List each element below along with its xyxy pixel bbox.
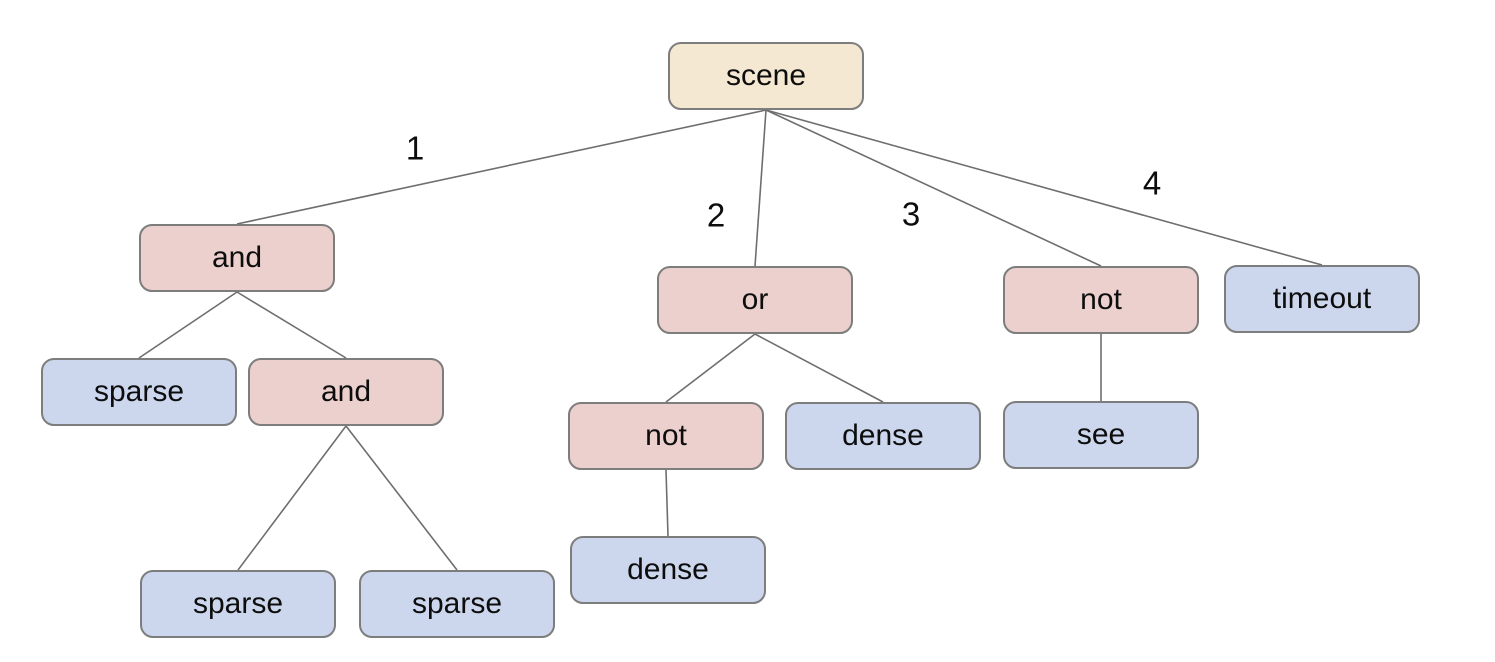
node-and-1: and xyxy=(139,224,335,292)
node-timeout-1: timeout xyxy=(1224,265,1420,333)
edge-not-2-to-dense-2 xyxy=(665,469,669,537)
edge-and-2-to-sparse-3 xyxy=(345,425,458,571)
node-sparse-2: sparse xyxy=(140,570,336,638)
edge-scene-to-timeout-1 xyxy=(765,109,1323,266)
edge-and-1-to-and-2 xyxy=(236,291,347,359)
node-dense-1: dense xyxy=(785,402,981,470)
node-sparse-1: sparse xyxy=(41,358,237,426)
node-sparse-3: sparse xyxy=(359,570,555,638)
node-or-1: or xyxy=(657,266,853,334)
edge-scene-to-not-1 xyxy=(765,109,1102,267)
edge-scene-to-and-1 xyxy=(236,109,767,225)
edge-or-1-to-dense-1 xyxy=(754,333,884,403)
edge-and-1-to-sparse-1 xyxy=(138,291,238,359)
edge-label-2: 2 xyxy=(706,196,726,234)
edge-label-4: 4 xyxy=(1142,164,1162,202)
node-scene: scene xyxy=(668,42,864,110)
node-not-1: not xyxy=(1003,266,1199,334)
edge-and-2-to-sparse-2 xyxy=(237,425,347,571)
edge-or-1-to-not-2 xyxy=(665,333,756,403)
edge-label-3: 3 xyxy=(901,195,921,233)
node-dense-2: dense xyxy=(570,536,766,604)
node-not-2: not xyxy=(568,402,764,470)
edge-scene-to-or-1 xyxy=(754,109,767,267)
node-and-2: and xyxy=(248,358,444,426)
node-see-1: see xyxy=(1003,401,1199,469)
edge-label-1: 1 xyxy=(405,129,425,167)
